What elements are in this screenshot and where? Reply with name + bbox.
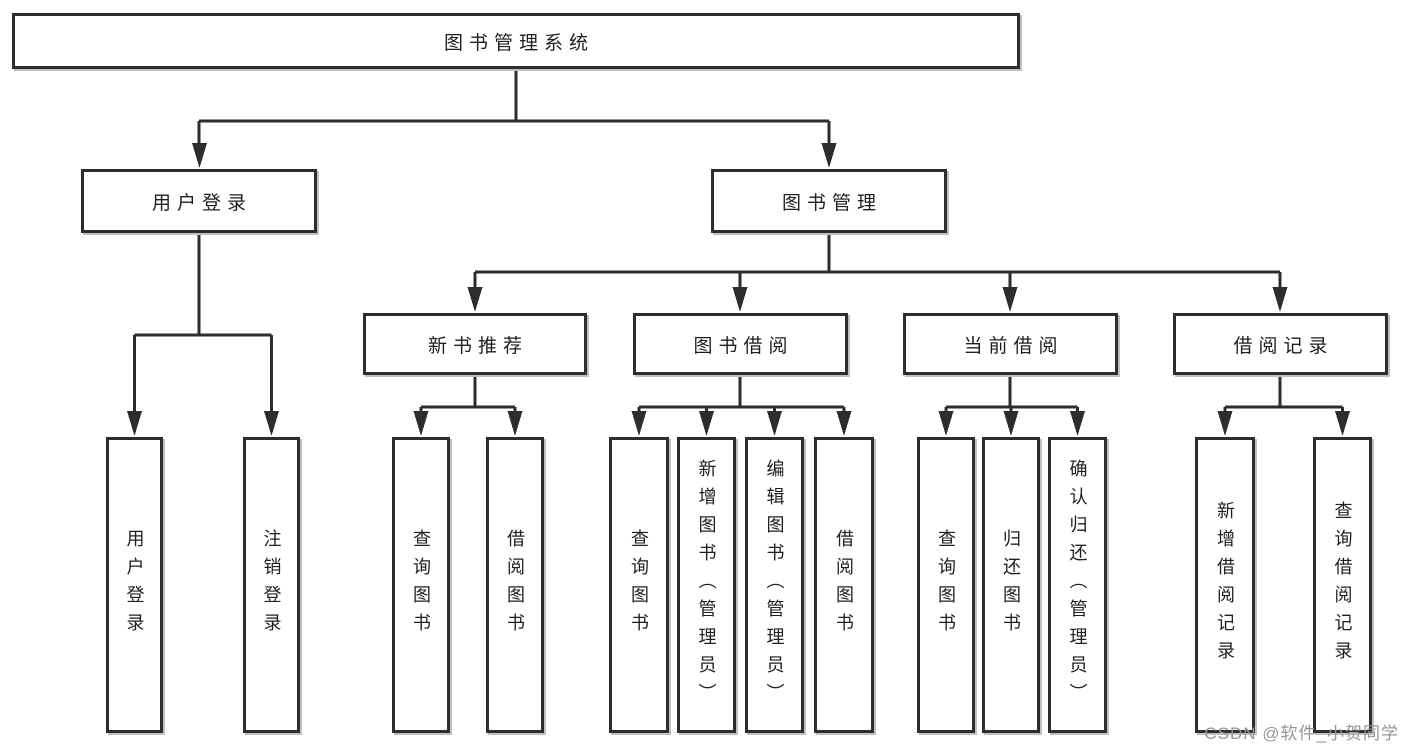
- arrowheads: [127, 143, 1350, 436]
- node-book-borrow-label: 图书借阅: [693, 335, 794, 357]
- connector-book-management: [473, 233, 1282, 290]
- connector-new-book-recommend: [419, 375, 517, 413]
- leaf-edit-book-admin: 编辑图书（管理员）: [745, 437, 804, 733]
- connector-root: [197, 69, 831, 146]
- node-book-management-label: 图书管理: [781, 192, 882, 214]
- connector-borrow-records: [1223, 375, 1344, 413]
- connector-current-borrow: [944, 375, 1079, 413]
- node-user-login-label: 用户登录: [151, 192, 252, 214]
- node-new-book-recommend: 新书推荐: [363, 313, 587, 375]
- leaf-confirm-return-admin: 确认归还（管理员）: [1048, 437, 1107, 733]
- connector-user-login: [133, 233, 273, 413]
- leaf-borrow-books-recommend: 借阅图书: [486, 437, 544, 733]
- connector-book-borrow: [637, 375, 846, 413]
- node-root: 图书管理系统: [12, 13, 1020, 69]
- node-borrow-records: 借阅记录: [1173, 313, 1388, 375]
- node-current-borrow: 当前借阅: [903, 313, 1118, 375]
- leaf-add-borrow-record: 新增借阅记录: [1195, 437, 1255, 733]
- watermark: CSDN @软件_小贺同学: [1204, 724, 1399, 743]
- node-book-borrow: 图书借阅: [633, 313, 848, 375]
- node-root-label: 图书管理系统: [443, 32, 594, 54]
- leaf-query-borrow-record: 查询借阅记录: [1313, 437, 1372, 733]
- leaf-query-books-current: 查询图书: [917, 437, 975, 733]
- node-borrow-records-label: 借阅记录: [1233, 335, 1334, 357]
- leaf-query-books-borrow: 查询图书: [609, 437, 669, 733]
- node-new-book-recommend-label: 新书推荐: [427, 335, 528, 357]
- node-user-login: 用户登录: [81, 169, 317, 233]
- leaf-add-book-admin: 新增图书（管理员）: [677, 437, 736, 733]
- leaf-user-login: 用户登录: [106, 437, 163, 733]
- node-current-borrow-label: 当前借阅: [963, 335, 1064, 357]
- leaf-borrow-books: 借阅图书: [814, 437, 874, 733]
- leaf-query-books-recommend: 查询图书: [392, 437, 450, 733]
- leaf-return-books: 归还图书: [982, 437, 1040, 733]
- node-book-management: 图书管理: [711, 169, 947, 233]
- leaf-logout: 注销登录: [243, 437, 300, 733]
